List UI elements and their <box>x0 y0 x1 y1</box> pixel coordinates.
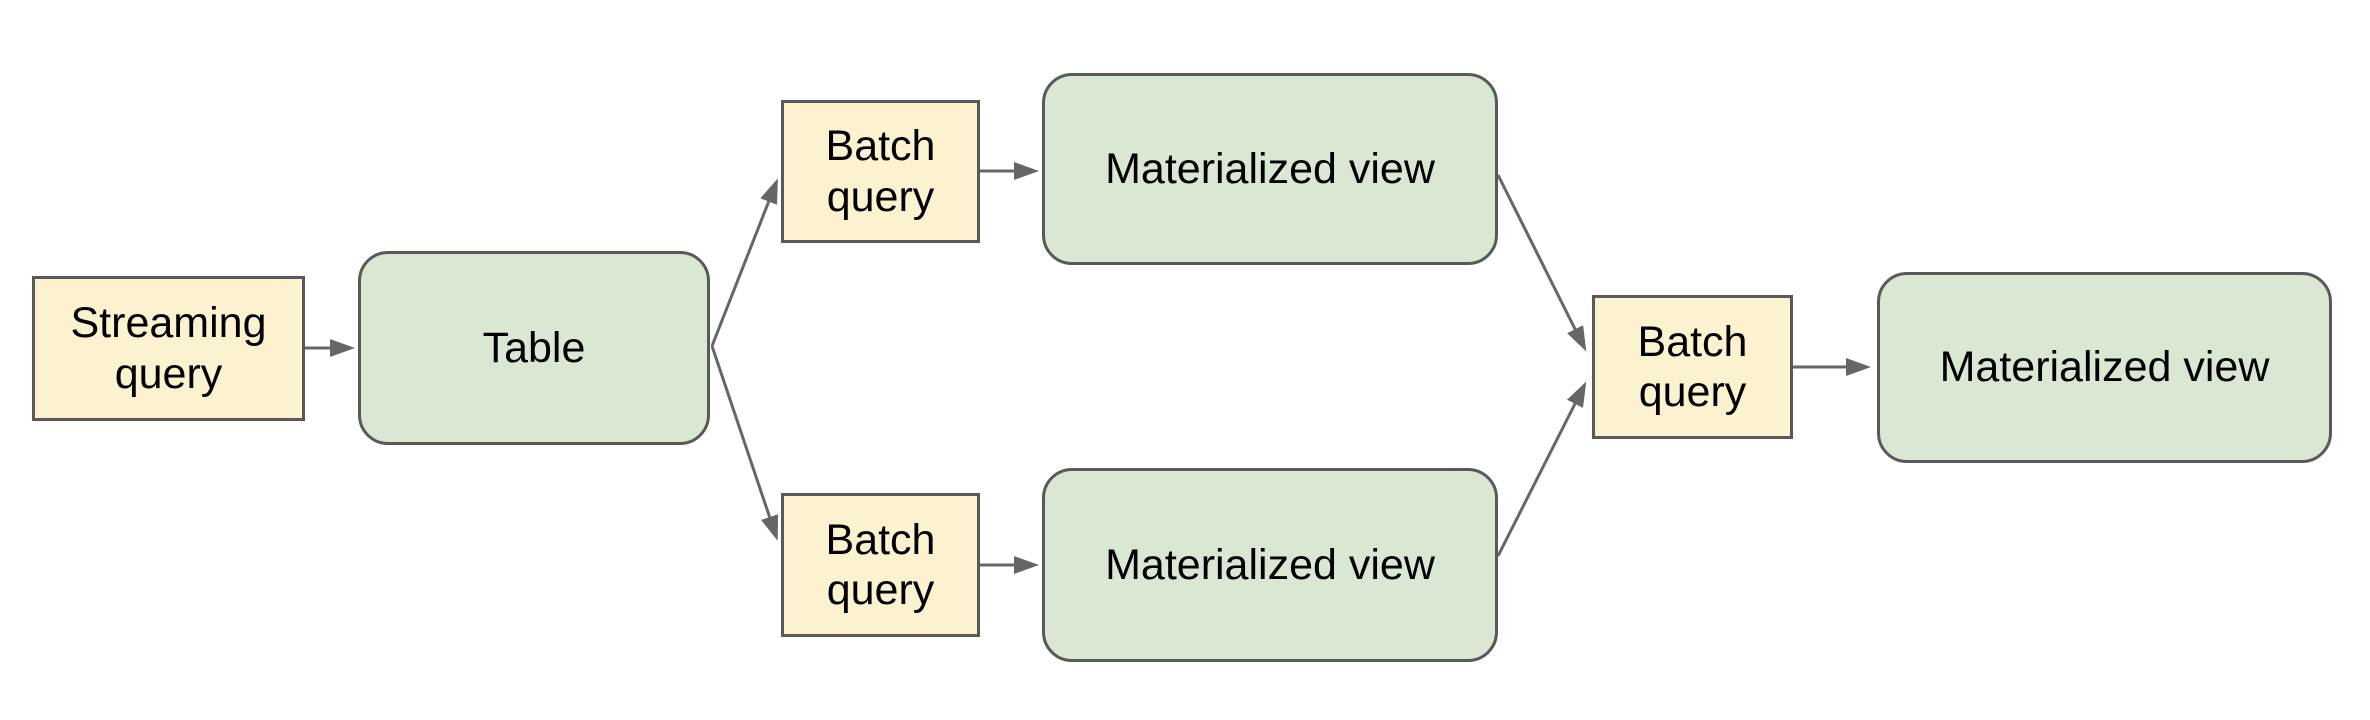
node-batch-query-top: Batch query <box>781 100 980 243</box>
node-materialized-view-top: Materialized view <box>1042 73 1498 265</box>
node-batch-query-right-label: Batch query <box>1637 317 1748 416</box>
edge-table-to-batch-query-bottom <box>710 345 779 541</box>
node-batch-query-top-label: Batch query <box>825 122 936 221</box>
edge-mv-top-to-batch-query-right <box>1496 174 1587 352</box>
node-materialized-view-bottom: Materialized view <box>1042 468 1498 662</box>
node-table-label: Table <box>482 323 586 372</box>
node-streaming-query: Streaming query <box>32 276 305 421</box>
node-batch-query-bottom: Batch query <box>781 493 980 637</box>
node-batch-query-bottom-label: Batch query <box>825 515 936 614</box>
edge-mv-bottom-to-batch-query-right <box>1496 381 1587 557</box>
node-table: Table <box>358 251 710 445</box>
node-batch-query-right: Batch query <box>1592 295 1793 439</box>
edge-table-to-batch-query-top <box>710 178 778 347</box>
node-materialized-view-top-label: Materialized view <box>1105 144 1435 193</box>
node-materialized-view-bottom-label: Materialized view <box>1105 540 1435 589</box>
node-materialized-view-right-label: Materialized view <box>1939 343 2270 392</box>
node-materialized-view-right: Materialized view <box>1877 272 2332 463</box>
node-streaming-query-label: Streaming query <box>70 299 267 398</box>
